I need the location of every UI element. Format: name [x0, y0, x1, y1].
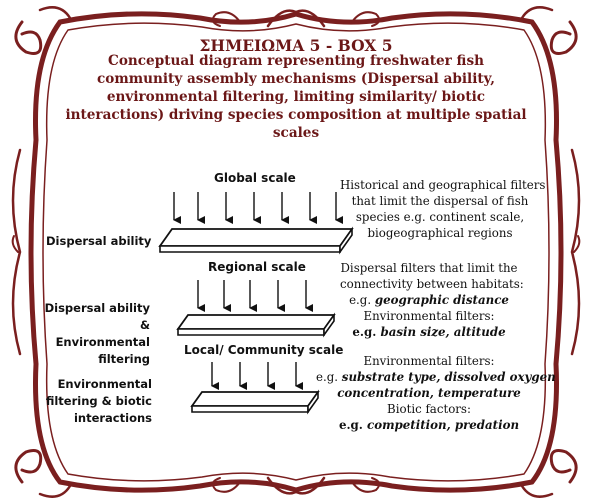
subtitle-line: environmental filtering, limiting simila… — [106, 89, 486, 105]
regional-desc-example: e.g. basin size, altitude — [340, 324, 518, 340]
global-scale-label: Global scale — [214, 171, 296, 185]
box-title: ΣΗΜΕΙΩΜΑ 5 - BOX 5 — [199, 36, 393, 55]
global-desc-line: species e.g. continent scale, — [355, 210, 525, 224]
local-scale-label: Local/ Community scale — [184, 343, 344, 357]
local-desc-line: Environmental filters: — [363, 354, 495, 368]
global-filter-slab — [158, 226, 354, 255]
regional-description: Dispersal filters that limit the connect… — [340, 260, 524, 340]
regional-desc-line: connectivity between habitats: — [340, 277, 524, 291]
eg-prefix: e.g. — [338, 418, 368, 432]
env-biotic-line: Environmental — [57, 377, 152, 391]
dispersal-env-label: Dispersal ability & Environmental filter… — [32, 300, 150, 368]
eg-value: basin size, altitude — [380, 325, 506, 339]
subtitle-line: interactions) driving species compositio… — [65, 107, 527, 123]
global-description: Historical and geographical filters that… — [340, 177, 546, 241]
local-filter-slab — [190, 389, 320, 415]
local-desc-example: e.g. substrate type, dissolved oxygen — [316, 369, 556, 385]
subtitle-line: scales — [272, 125, 320, 141]
eg-prefix: e.g. — [316, 370, 342, 384]
diagram-subtitle: Conceptual diagram representing freshwat… — [60, 52, 532, 142]
dispersal-env-line: Environmental — [55, 335, 150, 349]
regional-desc-example: e.g. geographic distance — [340, 292, 518, 308]
dispersal-env-line: Dispersal ability & — [44, 301, 150, 332]
env-biotic-label: Environmental filtering & biotic interac… — [36, 376, 152, 427]
regional-desc-line: Dispersal filters that limit the — [340, 261, 518, 275]
dispersal-ability-label: Dispersal ability — [46, 234, 152, 248]
regional-scale-label: Regional scale — [208, 260, 306, 274]
global-desc-line: Historical and geographical filters — [340, 178, 546, 192]
eg-value: geographic distance — [374, 293, 509, 307]
eg-value: substrate type, dissolved oxygen — [341, 370, 556, 384]
eg-prefix: e.g. — [352, 325, 381, 339]
subtitle-line: Conceptual diagram representing freshwat… — [108, 53, 484, 69]
global-desc-line: biogeographical regions — [367, 226, 513, 240]
env-biotic-line: filtering & biotic — [45, 394, 152, 408]
dispersal-env-line: filtering — [98, 352, 150, 366]
local-description: Environmental filters: e.g. substrate ty… — [316, 353, 556, 433]
eg-prefix: e.g. — [349, 293, 375, 307]
local-desc-example: e.g. competition, predation — [316, 417, 542, 433]
local-desc-line: Biotic factors: — [387, 402, 471, 416]
regional-desc-line: Environmental filters: — [363, 309, 495, 323]
eg-value: competition, predation — [367, 418, 520, 432]
global-desc-line: that limit the dispersal of fish — [351, 194, 529, 208]
local-desc-line: concentration, temperature — [337, 386, 521, 400]
env-biotic-line: interactions — [73, 411, 152, 425]
subtitle-line: community assembly mechanisms (Dispersal… — [97, 71, 495, 87]
regional-filter-slab — [176, 312, 336, 338]
